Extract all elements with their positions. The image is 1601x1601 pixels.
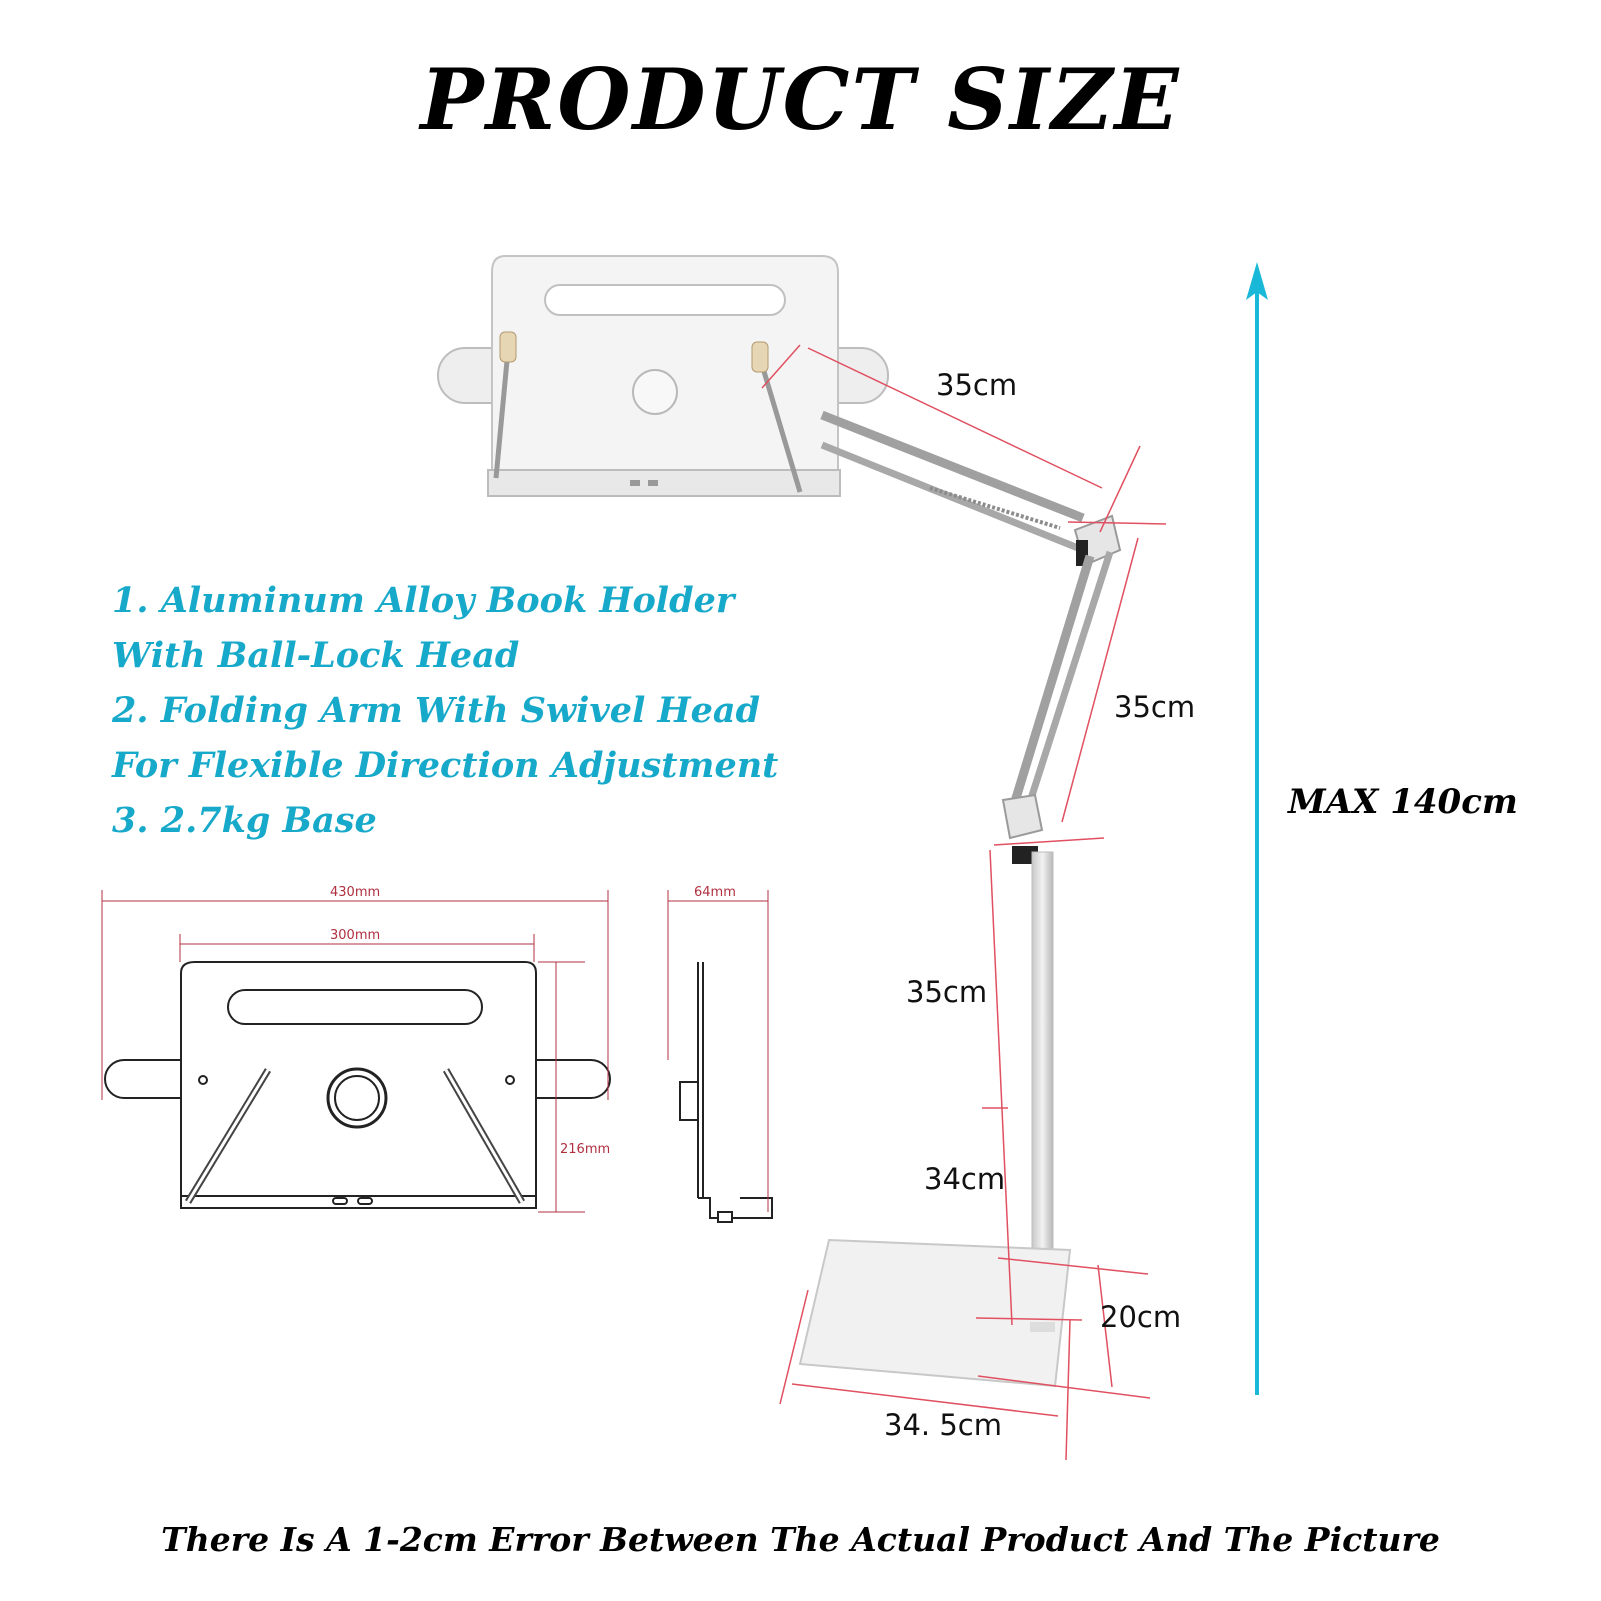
dim-depth: 64mm: [694, 885, 736, 900]
page-title: PRODUCT SIZE: [420, 50, 1181, 149]
disclaimer-footer: There Is A 1-2cm Error Between The Actua…: [161, 1520, 1440, 1559]
pole-and-base: [798, 851, 1072, 1388]
dim-upper-arm: 35cm: [936, 368, 1018, 402]
dim-base-depth: 20cm: [1100, 1300, 1182, 1334]
max-height-arrow: [1246, 262, 1268, 1395]
dim-pole-lower: 34cm: [924, 1162, 1006, 1196]
dim-lower-arm: 35cm: [1114, 690, 1196, 724]
feature-line-2: With Ball-Lock Head: [112, 635, 520, 676]
feature-line-4: For Flexible Direction Adjustment: [112, 745, 779, 786]
feature-line-5: 3. 2.7kg Base: [112, 800, 377, 841]
side-view-drawing: [679, 962, 773, 1223]
feature-line-3: 2. Folding Arm With Swivel Head: [112, 690, 761, 731]
max-height-label: MAX 140cm: [1288, 782, 1518, 822]
front-view-drawing: [104, 961, 611, 1209]
drawing-dimension-lines: [101, 890, 769, 1213]
feature-line-1: 1. Aluminum Alloy Book Holder: [112, 580, 735, 621]
dim-base-width: 34. 5cm: [884, 1408, 1002, 1442]
dim-board-width: 300mm: [330, 928, 381, 943]
dim-pole-upper: 35cm: [906, 975, 988, 1009]
photo-dimension-lines: [761, 344, 1167, 1461]
book-holder: [437, 255, 889, 497]
dim-height: 216mm: [560, 1142, 611, 1157]
folding-arm: [820, 410, 1122, 864]
dim-total-width: 430mm: [330, 885, 381, 900]
